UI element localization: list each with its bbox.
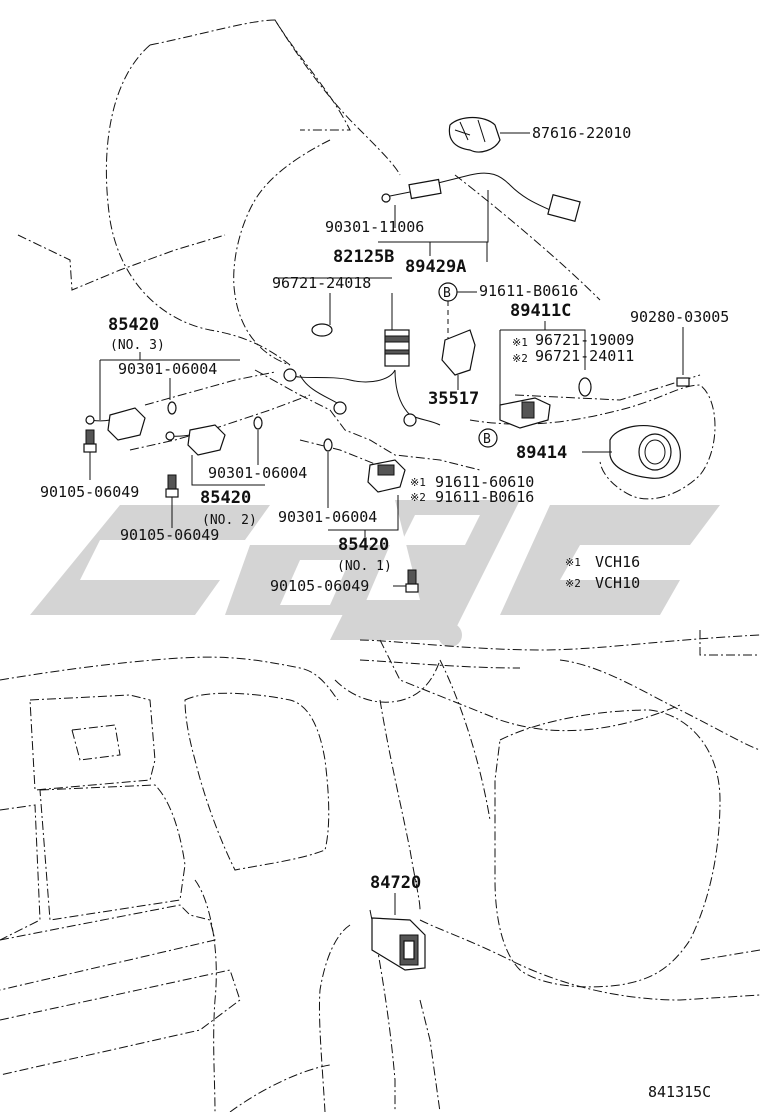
engine-outline	[17, 19, 716, 500]
label-96721-19009: 96721-19009	[535, 331, 634, 349]
label-no2: (NO. 2)	[202, 513, 257, 528]
label-90105-06049-c: 90105-06049	[270, 577, 369, 595]
label-35517: 35517	[428, 389, 479, 409]
oring-b-icon	[253, 416, 263, 430]
oring-c-icon	[323, 438, 333, 452]
part-84720-switch[interactable]	[371, 917, 426, 971]
legend-mark-1: ※1	[565, 556, 581, 569]
part-89429a-harness[interactable]	[381, 172, 581, 223]
bolt-90105-a[interactable]	[83, 429, 97, 453]
watermark-logo	[30, 500, 720, 647]
bolt-b-label-2: B	[483, 432, 491, 447]
label-90301-06004-c: 90301-06004	[278, 508, 377, 526]
legend-vch10: VCH10	[595, 574, 640, 592]
figure-code: 841315C	[648, 1083, 711, 1101]
part-35517-bracket[interactable]	[441, 329, 476, 376]
interior-panel-outline	[0, 630, 760, 1112]
seal-96721-icon	[578, 377, 592, 397]
label-85420-no3: 85420	[108, 315, 159, 335]
label-96721-24011: 96721-24011	[535, 347, 634, 365]
connector-82125b[interactable]	[384, 329, 410, 367]
label-89429a: 89429A	[405, 257, 466, 277]
label-90105-06049-a: 90105-06049	[40, 483, 139, 501]
mark-1-sensor: ※1	[410, 476, 426, 489]
label-90301-06004-b: 90301-06004	[208, 464, 307, 482]
label-87616: 87616-22010	[532, 124, 631, 142]
label-91611-b0616-top: 91611-B0616	[479, 282, 578, 300]
label-84720: 84720	[370, 873, 421, 893]
label-85420-no1: 85420	[338, 535, 389, 555]
part-85420-no2-sensor[interactable]	[165, 424, 226, 456]
label-90105-06049-b: 90105-06049	[120, 526, 219, 544]
legend-mark-2: ※2	[565, 577, 581, 590]
part-87616-grommet[interactable]	[448, 116, 501, 153]
legend-vch16: VCH16	[595, 553, 640, 571]
mark-2-89411c: ※2	[512, 352, 528, 365]
label-90301-06004-a: 90301-06004	[118, 360, 217, 378]
label-no1: (NO. 1)	[337, 559, 392, 574]
label-89414: 89414	[516, 443, 567, 463]
harness-wiring	[283, 335, 441, 427]
part-85420-no3-sensor[interactable]	[85, 407, 146, 441]
label-91611-b0616-bottom: 91611-B0616	[435, 488, 534, 506]
bolt-90105-b[interactable]	[165, 474, 179, 498]
bolt-b-icon-2	[478, 428, 498, 448]
clip-90280-icon	[676, 377, 690, 387]
part-89414-sensor[interactable]	[609, 425, 681, 479]
label-no3: (NO. 3)	[110, 338, 165, 353]
label-91611-60610: 91611-60610	[435, 473, 534, 491]
mark-2-sensor: ※2	[410, 491, 426, 504]
bolt-b-label: B	[443, 286, 451, 301]
label-85420-no2: 85420	[200, 488, 251, 508]
label-82125b: 82125B	[333, 247, 394, 267]
part-89411c-sensor[interactable]	[499, 397, 551, 429]
oring-a-icon	[167, 401, 177, 415]
bolt-90105-c[interactable]	[405, 569, 419, 593]
label-96721-24018: 96721-24018	[272, 274, 371, 292]
mark-1-89411c: ※1	[512, 336, 528, 349]
part-85420-no1-sensor[interactable]	[367, 459, 406, 493]
grommet-96721-icon	[311, 323, 333, 337]
label-89411c: 89411C	[510, 301, 571, 321]
label-90301-11006: 90301-11006	[325, 218, 424, 236]
label-90280-03005: 90280-03005	[630, 308, 729, 326]
